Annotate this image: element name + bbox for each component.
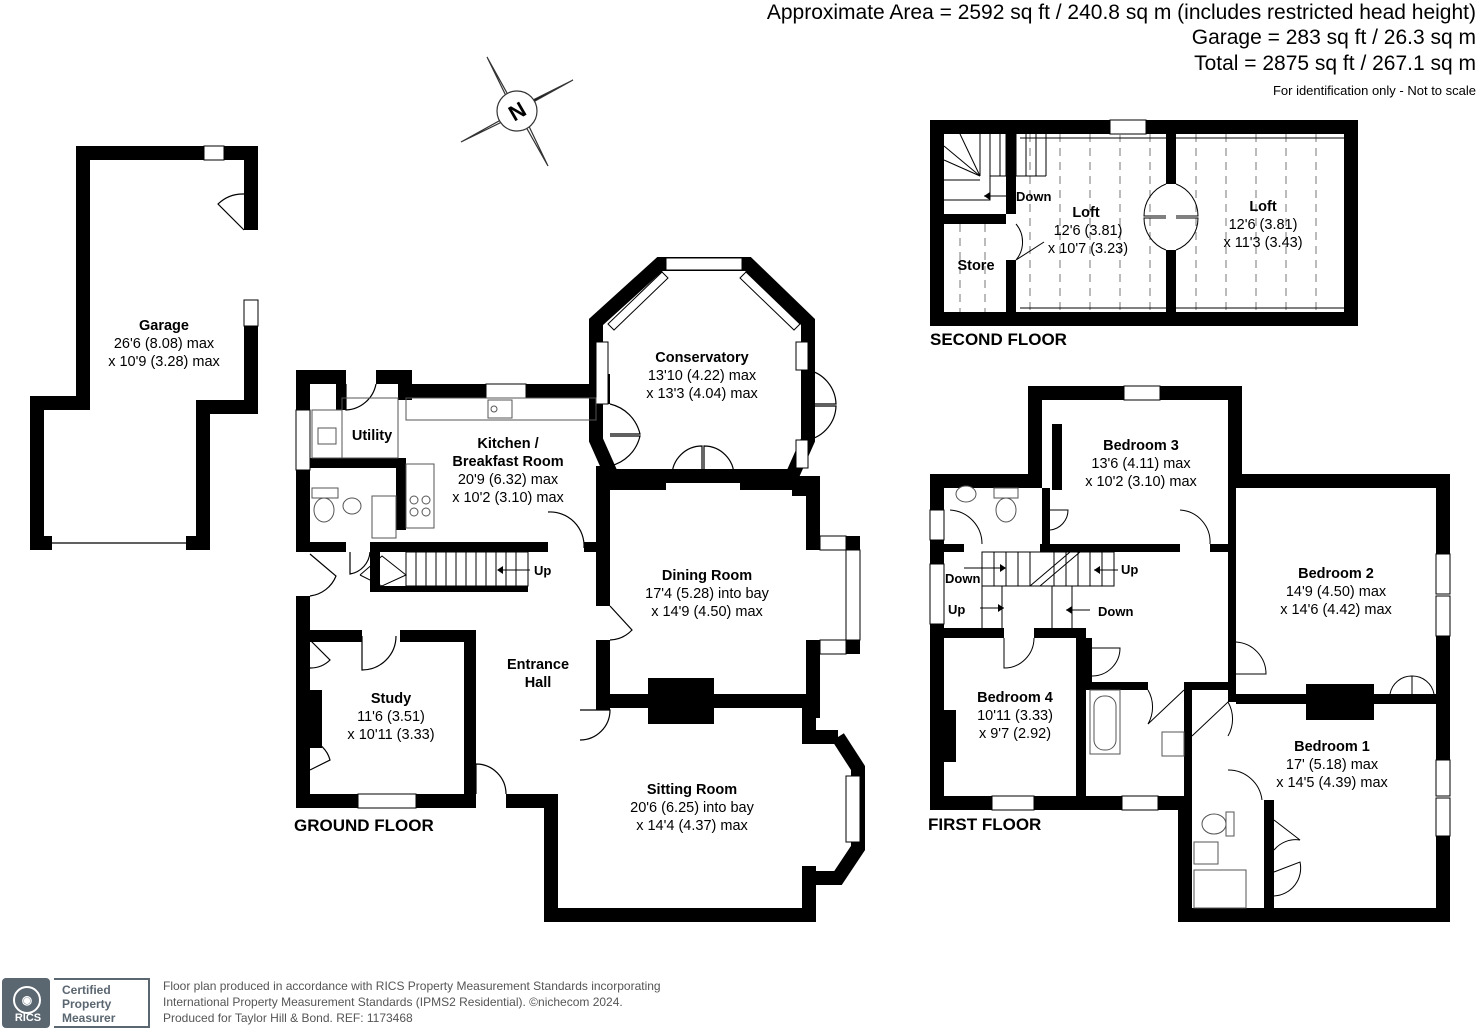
first-stairs-down-left-label: Down bbox=[945, 571, 980, 586]
second-floor-plan bbox=[930, 119, 1358, 326]
bedroom4-dim2: x 9'7 (2.92) bbox=[979, 726, 1051, 742]
bedroom3-dim1: 13'6 (4.11) max bbox=[1091, 456, 1191, 472]
study-name: Study bbox=[371, 691, 411, 707]
first-stairs-up-left-label: Up bbox=[948, 602, 965, 617]
store-name: Store bbox=[957, 258, 994, 274]
bedroom4-name: Bedroom 4 bbox=[977, 690, 1053, 706]
ground-stairs-up-label: Up bbox=[534, 563, 551, 578]
sitting-name: Sitting Room bbox=[647, 782, 737, 798]
rics-emblem-icon: ◉ bbox=[13, 986, 41, 1014]
garage-name: Garage bbox=[139, 318, 189, 334]
kitchen-name1: Kitchen / bbox=[477, 436, 538, 452]
dining-dim1: 17'4 (5.28) into bay bbox=[645, 586, 769, 602]
sitting-dim2: x 14'4 (4.37) max bbox=[636, 818, 748, 834]
dining-name: Dining Room bbox=[662, 568, 752, 584]
dining-dim2: x 14'9 (4.50) max bbox=[651, 604, 763, 620]
bedroom1-dim1: 17' (5.18) max bbox=[1286, 757, 1379, 773]
first-stairs-up-label: Up bbox=[1121, 562, 1138, 577]
first-stairs-down-mid-label: Down bbox=[1098, 604, 1133, 619]
conservatory-dim2: x 13'3 (4.04) max bbox=[646, 386, 758, 402]
garage-dim2: x 10'9 (3.28) max bbox=[108, 354, 220, 370]
kitchen-dim1: 20'9 (6.32) max bbox=[458, 472, 559, 488]
footer-line-3: Produced for Taylor Hill & Bond. REF: 11… bbox=[163, 1011, 413, 1025]
total-area-text: Total = 2875 sq ft / 267.1 sq m bbox=[1194, 52, 1476, 75]
loft2-dim1: 12'6 (3.81) bbox=[1229, 217, 1298, 233]
bedroom3-name: Bedroom 3 bbox=[1103, 438, 1179, 454]
loft1-name: Loft bbox=[1072, 205, 1100, 221]
first-floor-plan bbox=[929, 385, 1451, 922]
bedroom1-dim2: x 14'5 (4.39) max bbox=[1276, 775, 1388, 791]
second-stairs-down-label: Down bbox=[1016, 189, 1051, 204]
approximate-area-text: Approximate Area = 2592 sq ft / 240.8 sq… bbox=[766, 1, 1476, 24]
ground-floor-label: GROUND FLOOR bbox=[294, 816, 434, 835]
loft2-dim2: x 11'3 (3.43) bbox=[1223, 235, 1302, 251]
conservatory-dim1: 13'10 (4.22) max bbox=[648, 368, 757, 384]
entrance-name2: Hall bbox=[525, 675, 552, 691]
rics-logo-text: RICS bbox=[14, 1012, 42, 1024]
loft1-dim1: 12'6 (3.81) bbox=[1054, 223, 1123, 239]
kitchen-name2: Breakfast Room bbox=[452, 454, 563, 470]
second-floor-label: SECOND FLOOR bbox=[930, 330, 1067, 349]
kitchen-dim2: x 10'2 (3.10) max bbox=[452, 490, 564, 506]
ground-floor-plan bbox=[295, 257, 865, 922]
badge-line-2: Property bbox=[62, 997, 112, 1011]
conservatory-name: Conservatory bbox=[655, 350, 748, 366]
badge-line-1: Certified bbox=[62, 983, 111, 997]
footer-notes: Floor plan produced in accordance with R… bbox=[163, 978, 661, 1026]
garage-dim1: 26'6 (8.08) max bbox=[114, 336, 215, 352]
bedroom1-name: Bedroom 1 bbox=[1294, 739, 1370, 755]
first-floor-label: FIRST FLOOR bbox=[928, 815, 1041, 834]
utility-name: Utility bbox=[352, 428, 392, 444]
garage-area-text: Garage = 283 sq ft / 26.3 sq m bbox=[1191, 26, 1476, 49]
compass-rose-icon bbox=[460, 56, 574, 167]
disclaimer-text: For identification only - Not to scale bbox=[1272, 83, 1476, 98]
badge-line-3: Measurer bbox=[62, 1011, 116, 1025]
study-dim1: 11'6 (3.51) bbox=[357, 709, 425, 725]
bedroom4-dim1: 10'11 (3.33) bbox=[977, 708, 1053, 724]
entrance-name1: Entrance bbox=[507, 657, 569, 673]
bedroom3-dim2: x 10'2 (3.10) max bbox=[1085, 474, 1197, 490]
footer-line-2: International Property Measurement Stand… bbox=[163, 995, 623, 1009]
garage-plan bbox=[30, 145, 259, 550]
sitting-dim1: 20'6 (6.25) into bay bbox=[630, 800, 754, 816]
bedroom2-name: Bedroom 2 bbox=[1298, 566, 1374, 582]
footer-line-1: Floor plan produced in accordance with R… bbox=[163, 979, 661, 993]
loft2-name: Loft bbox=[1249, 199, 1277, 215]
bedroom2-dim2: x 14'6 (4.42) max bbox=[1280, 602, 1392, 618]
rics-logo: ◉ RICS bbox=[2, 978, 50, 1028]
certified-measurer-text: Certified Property Measurer bbox=[54, 978, 150, 1028]
loft1-dim2: x 10'7 (3.23) bbox=[1048, 241, 1128, 257]
bedroom2-dim1: 14'9 (4.50) max bbox=[1286, 584, 1387, 600]
study-dim2: x 10'11 (3.33) bbox=[347, 727, 434, 743]
rics-certified-badge: ◉ RICS Certified Property Measurer bbox=[0, 978, 154, 1028]
